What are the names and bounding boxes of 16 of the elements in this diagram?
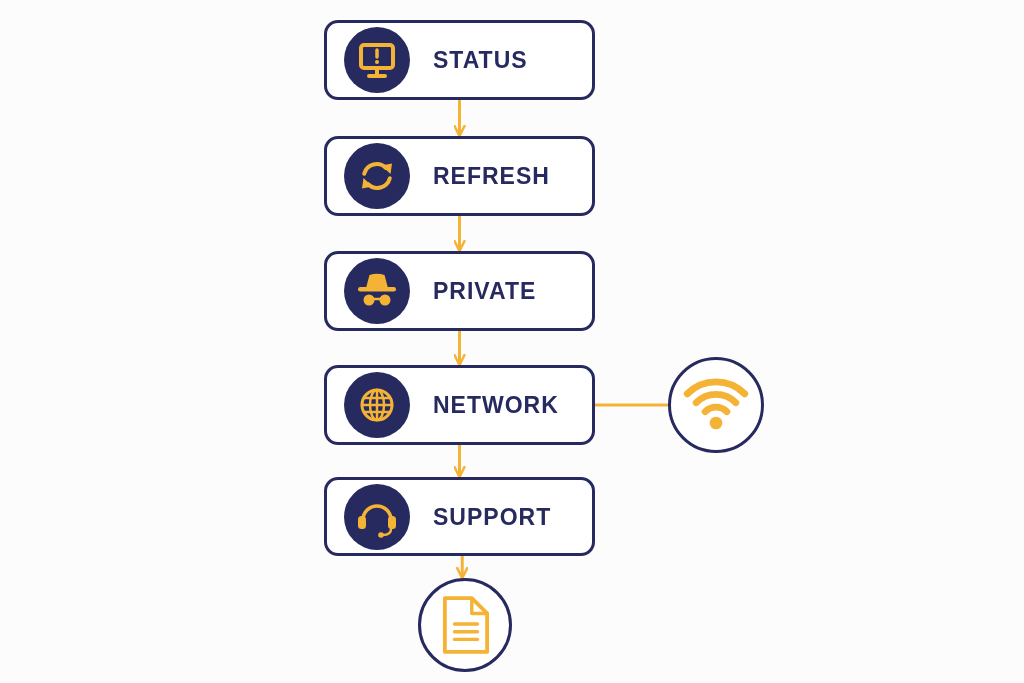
step-label: STATUS (433, 47, 528, 73)
step-box (324, 251, 595, 331)
step-label: PRIVATE (433, 278, 537, 304)
connector-line (595, 403, 668, 407)
step-label: REFRESH (433, 163, 550, 189)
step-box (324, 136, 595, 216)
step-box (324, 20, 595, 100)
step-box (324, 477, 595, 556)
arrow (453, 100, 466, 138)
arrow (456, 556, 469, 580)
arrow (453, 445, 466, 479)
arrow (453, 216, 466, 253)
step-label: NETWORK (433, 392, 559, 418)
step-box (324, 365, 595, 445)
arrow (453, 331, 466, 367)
step-label: SUPPORT (433, 504, 552, 530)
